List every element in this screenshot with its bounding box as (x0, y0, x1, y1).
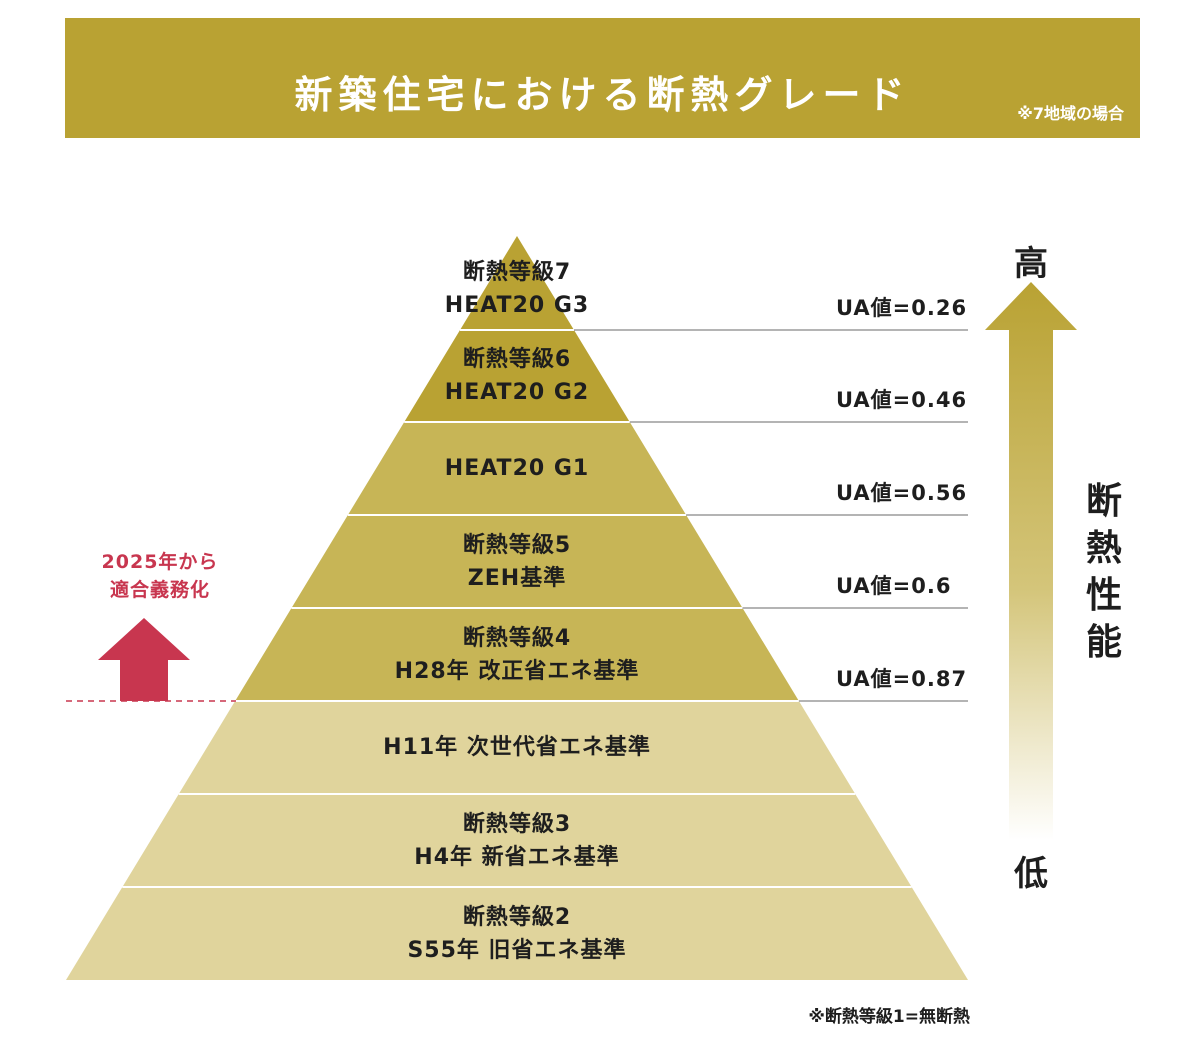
tier-grade-text: 断熱等級4 (462, 625, 572, 651)
tier-grade-text: 断熱等級5 (462, 532, 572, 558)
ua-value-label: UA値=0.87 (836, 667, 968, 691)
ua-value-label: UA値=0.46 (836, 388, 968, 412)
tier-standard-text: HEAT20 G1 (444, 455, 590, 481)
tier-standard-text: ZEH基準 (467, 565, 567, 591)
title-banner: 新築住宅における断熱グレード ※7地域の場合 (65, 18, 1140, 138)
pyramid-tier-4 (291, 515, 743, 608)
performance-arrow (985, 282, 1077, 840)
tier-grade-text: 断熱等級2 (462, 904, 572, 930)
pyramid-tier-2 (404, 330, 630, 422)
ua-divider-lines (573, 329, 968, 702)
axis-high-label: 高 (1014, 244, 1048, 284)
pyramid-tier-7 (122, 794, 912, 887)
ua-value-label: UA値=0.56 (836, 481, 968, 505)
tier-standard-text: HEAT20 G3 (444, 293, 590, 318)
pyramid-tiers (66, 236, 968, 980)
pyramid-tier-6 (178, 701, 856, 794)
axis-low-label: 低 (1014, 854, 1048, 894)
pyramid-tier-1 (460, 236, 574, 330)
mandate-line-1: 2025年から (101, 551, 219, 573)
tier-standard-text: S55年 旧省エネ基準 (407, 937, 627, 963)
mandate-label: 2025年から 適合義務化 (60, 548, 260, 604)
tier-standard-text: H28年 改正省エネ基準 (394, 658, 640, 684)
ua-value-label: UA値=0.26 (836, 296, 968, 320)
tier-grade-text: 断熱等級3 (462, 811, 572, 837)
footnote: ※断熱等級1=無断熱 (808, 1007, 970, 1027)
page-title: 新築住宅における断熱グレード (294, 73, 911, 117)
tier-grade-text: 断熱等級6 (462, 347, 572, 372)
pyramid-tier-3 (347, 422, 687, 515)
tier-standard-text: H4年 新省エネ基準 (414, 844, 620, 870)
tier-label-6: H11年 次世代省エネ基準 (317, 731, 717, 764)
axis-title: 断熱性能 (1085, 481, 1122, 663)
pyramid-tier-8 (66, 887, 968, 980)
mandate-up-arrow (98, 618, 190, 701)
tier-grade-text: 断熱等級7 (462, 260, 572, 285)
tier-standard-text: H11年 次世代省エネ基準 (383, 734, 651, 760)
pyramid-tier-5 (235, 608, 799, 701)
ua-value-label: UA値=0.6 (836, 574, 952, 598)
tier-standard-text: HEAT20 G2 (444, 380, 590, 405)
mandate-line-2: 適合義務化 (109, 579, 210, 601)
region-note: ※7地域の場合 (1017, 104, 1124, 123)
tier-label-3: HEAT20 G1 (317, 452, 717, 485)
